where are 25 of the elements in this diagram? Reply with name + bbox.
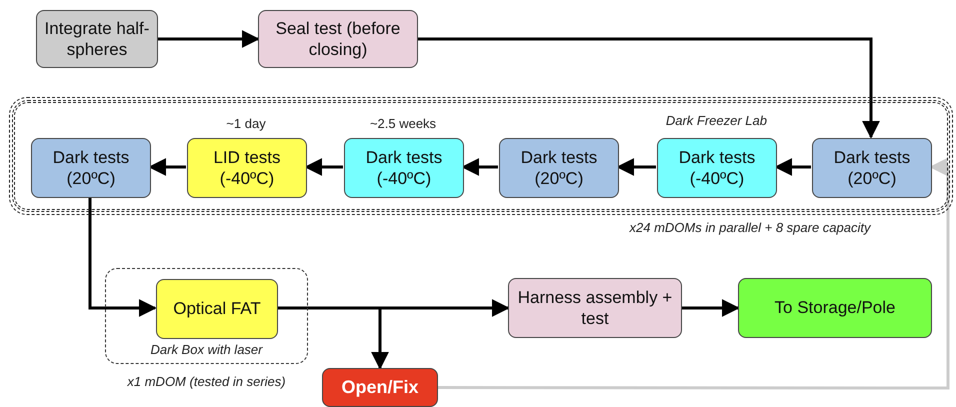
process-box: Harness assembly + test bbox=[508, 278, 682, 338]
arrow bbox=[682, 299, 740, 317]
arrow bbox=[418, 38, 880, 139]
process-box: Dark tests (-40ºC) bbox=[657, 138, 777, 198]
process-box: Dark tests (-40ºC) bbox=[344, 138, 464, 198]
process-box: Seal test (before closing) bbox=[258, 10, 418, 68]
node-note: ~2.5 weeks bbox=[368, 116, 438, 131]
alert-box: Open/Fix bbox=[322, 368, 438, 407]
group-title: Dark Freezer Lab bbox=[666, 113, 767, 128]
process-box: Dark tests (20ºC) bbox=[499, 138, 619, 198]
arrow bbox=[438, 158, 950, 390]
process-box: Dark tests (20ºC) bbox=[812, 138, 932, 198]
process-box: Dark tests (20ºC) bbox=[31, 138, 151, 198]
group-title: Dark Box with laser bbox=[150, 342, 264, 357]
process-box: Integrate half-spheres bbox=[36, 10, 158, 68]
arrow bbox=[88, 197, 157, 317]
dashed-group-box bbox=[105, 268, 308, 364]
arrow bbox=[158, 30, 260, 48]
process-box: To Storage/Pole bbox=[738, 278, 932, 338]
node-note: x24 mDOMs in parallel + 8 spare capacity bbox=[628, 220, 872, 235]
arrow bbox=[277, 306, 389, 370]
node-note: x1 mDOM (tested in series) bbox=[126, 374, 287, 389]
process-box: LID tests (-40ºC) bbox=[187, 138, 307, 198]
process-box: Optical FAT bbox=[156, 279, 278, 339]
node-note: ~1 day bbox=[225, 116, 267, 131]
